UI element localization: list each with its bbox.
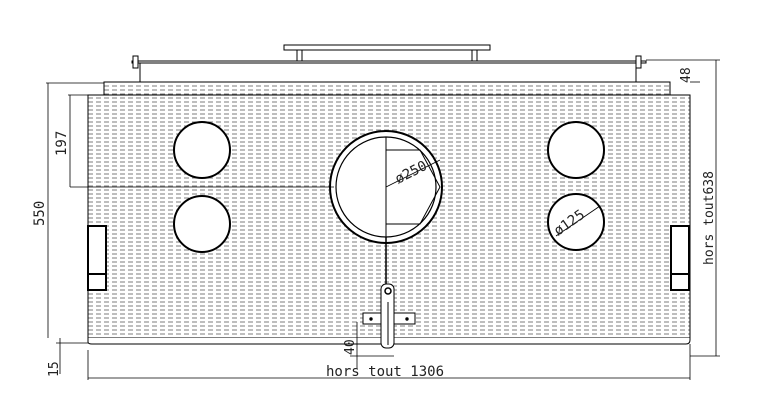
hole xyxy=(547,121,605,179)
dim-drain-height: 40 xyxy=(343,339,358,355)
dim-height: 550 xyxy=(32,201,48,226)
dimension-lines xyxy=(46,59,720,380)
side-handles xyxy=(87,225,690,291)
dim-top-height: 48 xyxy=(679,67,694,83)
dim-overall-height: hors tout638 xyxy=(702,171,717,265)
drain-valve xyxy=(362,283,416,349)
small-holes xyxy=(173,121,605,253)
dim-bottom-gap: 15 xyxy=(47,361,62,377)
dim-hole-offset: 197 xyxy=(54,131,70,156)
hole xyxy=(173,121,231,179)
dim-overall-width: hors tout 1306 xyxy=(326,364,444,380)
hole xyxy=(173,195,231,253)
top-plate xyxy=(131,44,647,82)
